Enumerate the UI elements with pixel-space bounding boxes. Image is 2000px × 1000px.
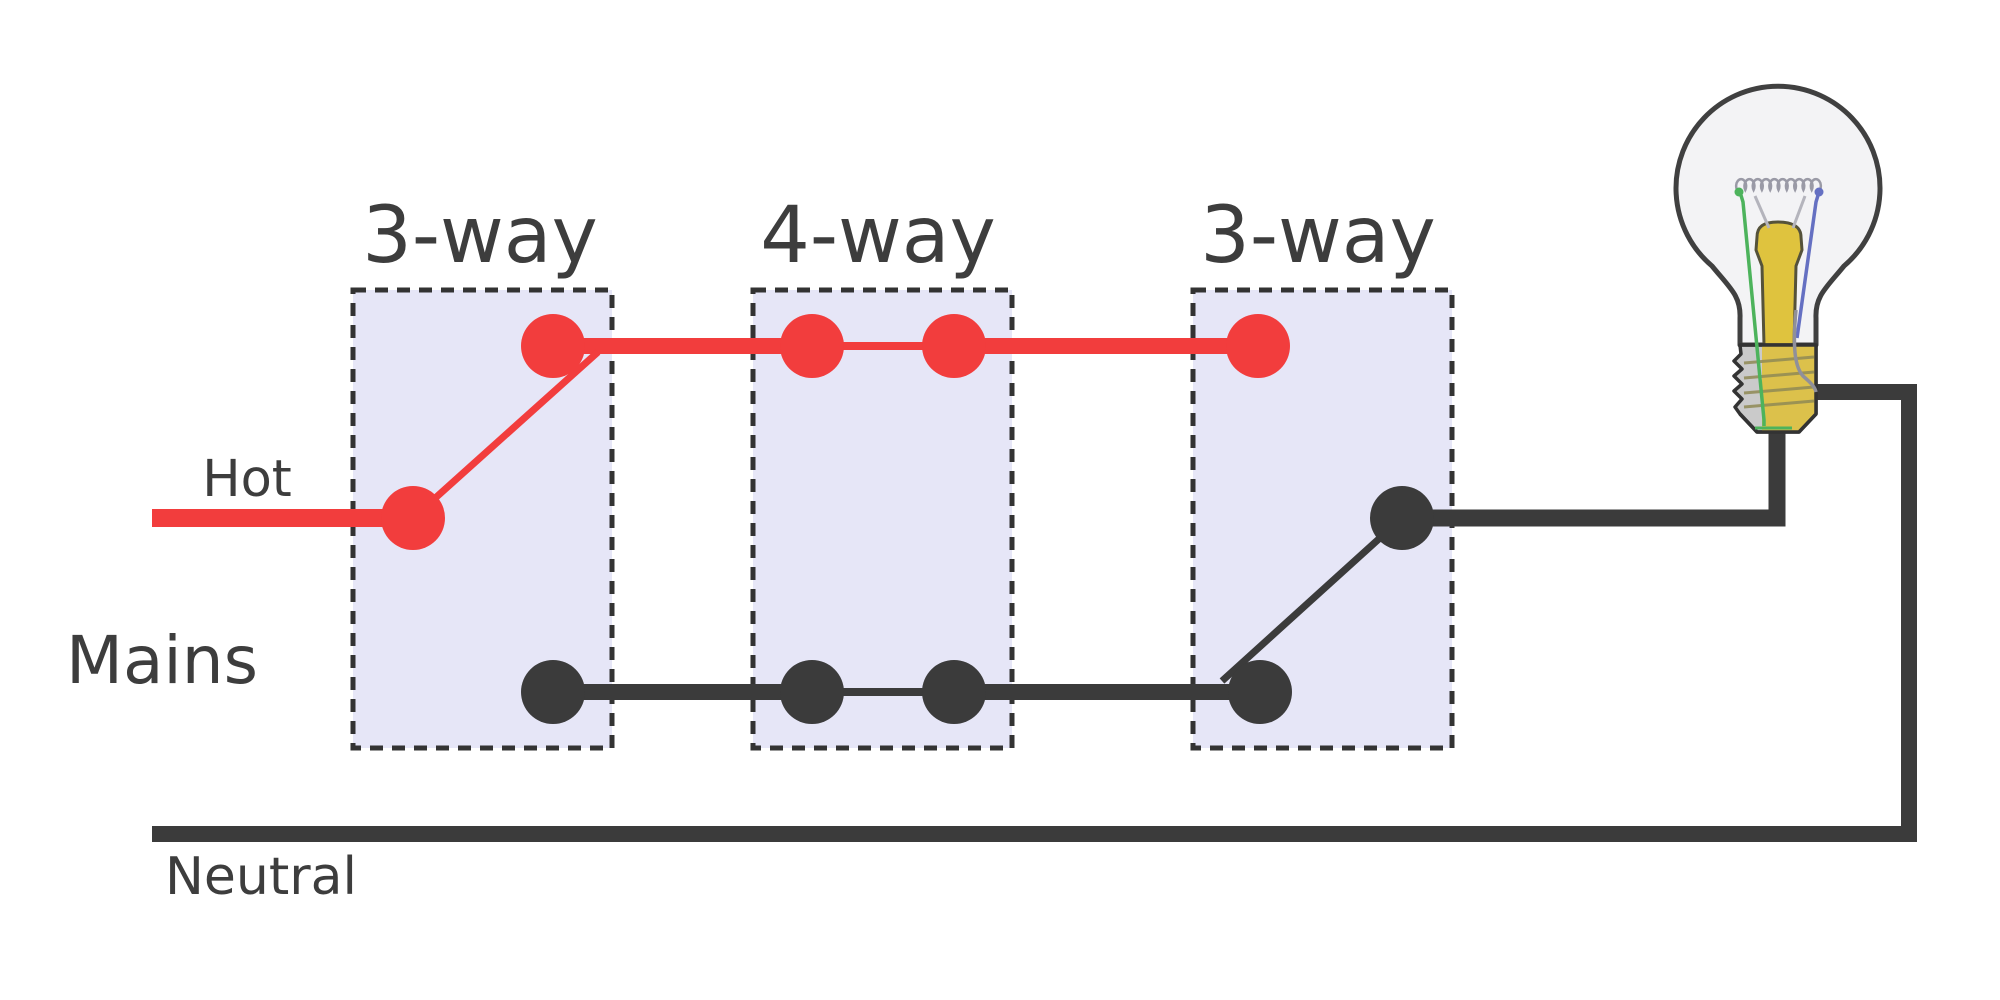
filament-support-wire-left bbox=[1753, 195, 1771, 229]
bulb-base-outline bbox=[1738, 343, 1818, 434]
neutral-wire bbox=[152, 384, 1917, 842]
bulb-lead-green bbox=[1738, 191, 1766, 426]
filament-support-wire-right bbox=[1791, 195, 1807, 229]
bulb-base-thread-lines bbox=[1743, 355, 1815, 409]
bulb-glass-stem bbox=[1754, 220, 1804, 347]
light-bulb bbox=[1673, 83, 1883, 434]
terminal-right3way-traveler bbox=[1226, 314, 1290, 378]
terminal-left3way-traveler bbox=[521, 314, 585, 378]
label-switch-left: 3-way bbox=[362, 191, 598, 281]
filament-coil bbox=[1734, 177, 1823, 193]
terminal-right3way-common bbox=[1370, 486, 1434, 550]
terminal-left3way-common bbox=[381, 486, 445, 550]
label-neutral: Neutral bbox=[165, 847, 357, 907]
filament-end-green bbox=[1734, 187, 1744, 197]
terminal-right3way-bottom bbox=[1228, 660, 1292, 724]
terminal-4way-bottom-right bbox=[922, 660, 986, 724]
bulb-glass-envelope bbox=[1673, 83, 1883, 348]
terminal-left3way-bottom bbox=[521, 660, 585, 724]
terminal-4way-top-right bbox=[922, 314, 986, 378]
label-mains: Mains bbox=[66, 622, 258, 699]
terminal-4way-top-left bbox=[780, 314, 844, 378]
label-switch-right: 3-way bbox=[1200, 191, 1436, 281]
bulb-lead-shell-gray bbox=[1792, 309, 1818, 393]
switch-blade-left-3way bbox=[410, 349, 601, 521]
terminal-4way-bottom-left bbox=[780, 660, 844, 724]
label-hot: Hot bbox=[202, 450, 292, 509]
switched-hot-wire-to-lamp bbox=[1402, 428, 1786, 527]
label-switch-middle: 4-way bbox=[760, 191, 996, 281]
filament-end-blue bbox=[1814, 187, 1824, 197]
switch-blade-right-3way bbox=[1219, 515, 1405, 684]
